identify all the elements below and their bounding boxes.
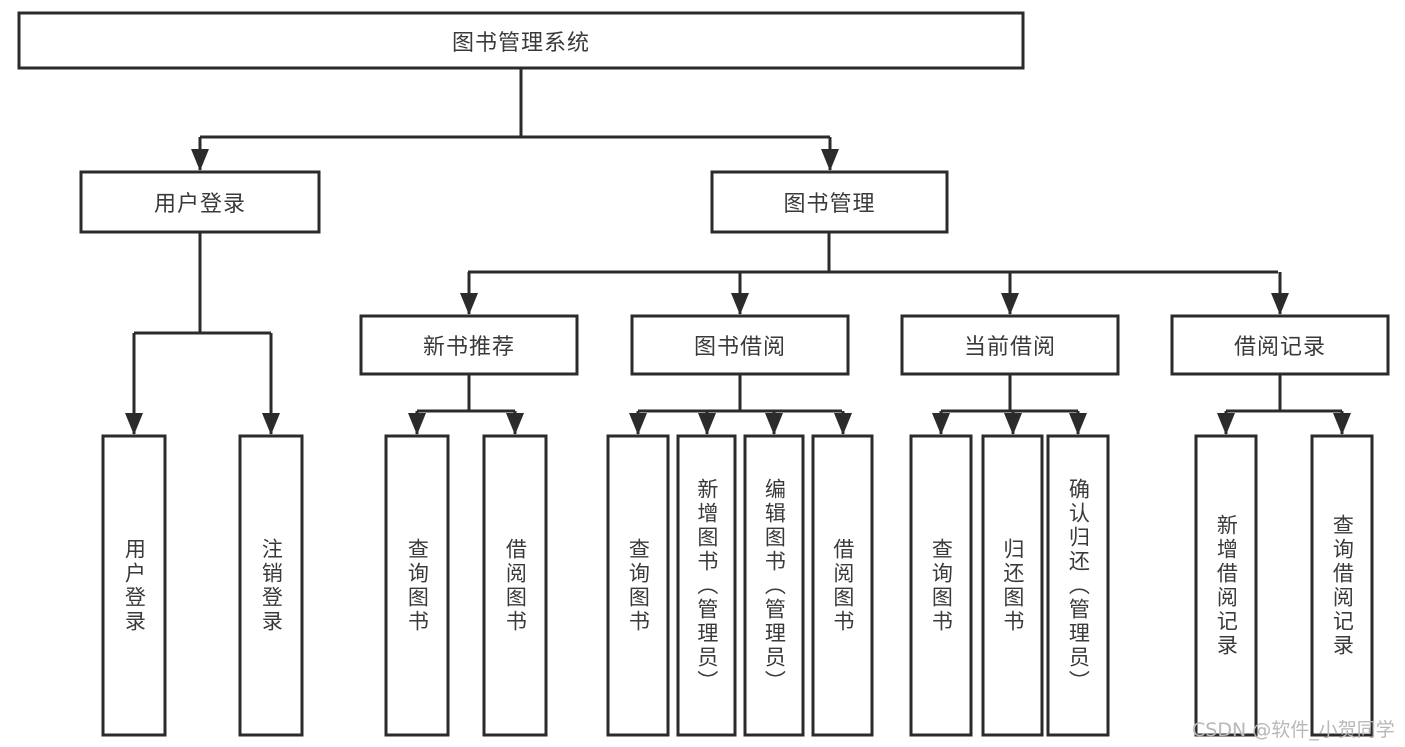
node-box-leaf-logout[interactable] bbox=[238, 434, 304, 737]
node-box-leaf-user-login[interactable] bbox=[101, 434, 167, 737]
connector-bus-book-manage bbox=[468, 232, 1278, 274]
arrow-head-icon bbox=[1001, 293, 1019, 315]
connector-to-leaf-query-book-3 bbox=[932, 411, 950, 435]
connector-bus-new-book bbox=[417, 374, 515, 413]
connector-to-leaf-add-book bbox=[698, 411, 716, 435]
node-box-leaf-edit-book[interactable] bbox=[743, 434, 805, 737]
connector-bus-current-borrow bbox=[941, 374, 1078, 413]
arrow-head-icon bbox=[629, 413, 647, 435]
node-layer bbox=[17, 11, 1390, 737]
node-box-leaf-query-record[interactable] bbox=[1310, 434, 1374, 737]
connector-bus-borrow-record bbox=[1226, 374, 1342, 413]
node-box-leaf-query-book-1[interactable] bbox=[384, 434, 450, 737]
arrow-head-icon bbox=[765, 413, 783, 435]
connector-to-leaf-borrow-book-1 bbox=[506, 411, 524, 435]
node-box-book-manage[interactable] bbox=[710, 170, 949, 234]
node-box-leaf-add-book[interactable] bbox=[676, 434, 737, 737]
connector-to-leaf-confirm-return bbox=[1069, 411, 1087, 435]
arrow-head-icon bbox=[821, 149, 839, 171]
node-box-user-login[interactable] bbox=[79, 170, 321, 234]
node-box-leaf-query-book-2[interactable] bbox=[606, 434, 670, 737]
arrow-head-icon bbox=[932, 413, 950, 435]
node-box-borrow-record[interactable] bbox=[1170, 314, 1390, 376]
connector-to-borrow-record bbox=[1271, 272, 1289, 315]
arrow-head-icon bbox=[460, 293, 478, 315]
arrow-head-icon bbox=[1004, 413, 1022, 435]
node-box-root[interactable] bbox=[17, 11, 1025, 70]
arrow-head-icon bbox=[731, 293, 749, 315]
connector-to-new-book-rec bbox=[460, 272, 478, 315]
arrow-head-icon bbox=[698, 413, 716, 435]
node-box-leaf-add-record[interactable] bbox=[1194, 434, 1258, 737]
connector-to-leaf-return-book bbox=[1004, 411, 1022, 435]
connector-bus-user-login bbox=[134, 232, 271, 335]
connector-layer bbox=[125, 68, 1351, 435]
node-box-leaf-return-book[interactable] bbox=[981, 434, 1044, 737]
node-box-new-book-rec[interactable] bbox=[359, 314, 579, 376]
connector-to-leaf-borrow-book-2 bbox=[834, 411, 852, 435]
connector-bus-root bbox=[200, 68, 830, 139]
connector-to-leaf-add-record bbox=[1217, 411, 1235, 435]
connector-to-current-borrow bbox=[1001, 272, 1019, 315]
connector-to-book-manage bbox=[821, 137, 839, 171]
node-box-leaf-confirm-return[interactable] bbox=[1046, 434, 1110, 737]
arrow-head-icon bbox=[125, 413, 143, 435]
arrow-head-icon bbox=[1271, 293, 1289, 315]
node-box-leaf-borrow-book-2[interactable] bbox=[811, 434, 874, 737]
node-box-current-borrow[interactable] bbox=[900, 314, 1120, 376]
connector-to-leaf-user-login bbox=[125, 333, 143, 435]
connector-to-leaf-edit-book bbox=[765, 411, 783, 435]
node-box-leaf-borrow-book-1[interactable] bbox=[482, 434, 548, 737]
connector-to-book-borrow bbox=[731, 272, 749, 315]
connector-to-leaf-query-book-1 bbox=[408, 411, 426, 435]
connector-to-leaf-logout bbox=[262, 333, 280, 435]
arrow-head-icon bbox=[1069, 413, 1087, 435]
arrow-head-icon bbox=[262, 413, 280, 435]
arrow-head-icon bbox=[506, 413, 524, 435]
node-box-leaf-query-book-3[interactable] bbox=[909, 434, 973, 737]
connector-to-leaf-query-record bbox=[1333, 411, 1351, 435]
arrow-head-icon bbox=[1333, 413, 1351, 435]
arrow-head-icon bbox=[408, 413, 426, 435]
arrow-head-icon bbox=[1217, 413, 1235, 435]
node-box-book-borrow[interactable] bbox=[630, 314, 850, 376]
connector-to-user-login bbox=[191, 137, 209, 171]
arrow-head-icon bbox=[191, 149, 209, 171]
arrow-head-icon bbox=[834, 413, 852, 435]
connector-bus-book-borrow bbox=[638, 374, 842, 413]
connector-to-leaf-query-book-2 bbox=[629, 411, 647, 435]
